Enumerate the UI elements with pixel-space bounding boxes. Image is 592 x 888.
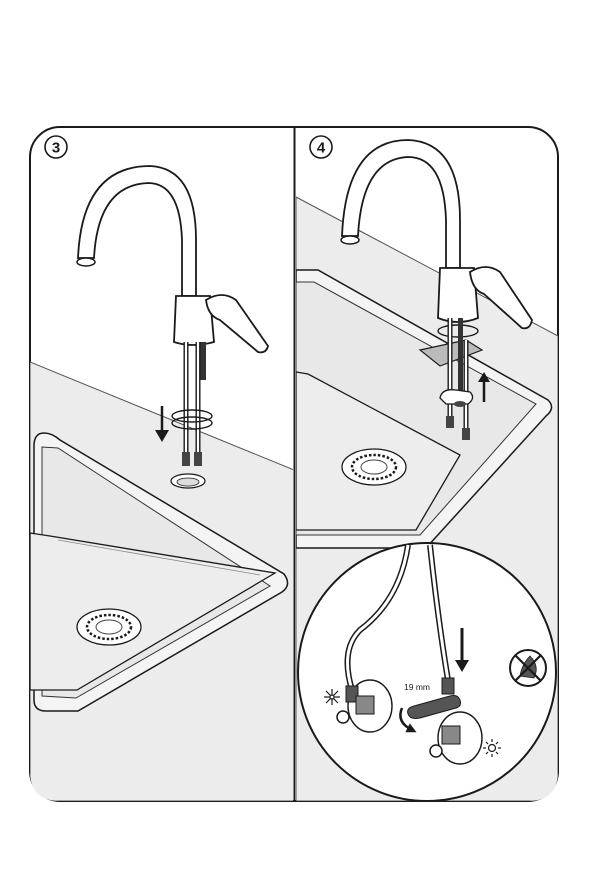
sun-icon: [483, 739, 501, 757]
panel-step-3: [30, 165, 293, 801]
mounting-stud: [458, 318, 463, 402]
o-ring: [171, 409, 213, 423]
wrench-size-label: 19 mm: [404, 682, 430, 692]
spout-aerator: [340, 235, 360, 245]
hose-fitting-right: [462, 428, 470, 440]
step-number-4: 4: [317, 140, 326, 157]
faucet-handle: [469, 266, 533, 330]
no-dishwasher-icon: [509, 649, 547, 687]
faucet-spout: [77, 165, 197, 297]
step-badge-3: 3: [44, 135, 68, 159]
wrench-icon: [407, 695, 461, 719]
hot-water-valve: [429, 677, 483, 765]
mounting-hole: [170, 473, 206, 489]
fixing-bracket: [439, 389, 474, 405]
snowflake-icon: [324, 689, 340, 705]
sink-basin: [30, 532, 277, 691]
mounting-stud: [200, 342, 206, 380]
detail-connection-view: 19 mm: [297, 542, 557, 802]
faucet-spout: [341, 139, 461, 269]
hose-fitting-right: [194, 452, 202, 466]
fixing-nut: [454, 401, 466, 407]
rotation-arrow-icon: [399, 707, 417, 733]
step-number-3: 3: [52, 140, 60, 157]
drain-strainer: [341, 448, 407, 486]
spout-aerator: [76, 257, 96, 267]
step-badge-4: 4: [309, 135, 333, 159]
faucet-handle: [205, 294, 269, 354]
cold-water-valve: [336, 679, 393, 733]
drain-strainer: [76, 608, 142, 646]
basin-edge: [57, 539, 261, 576]
hose-fitting-left: [446, 416, 454, 428]
hose-fitting-left: [182, 452, 190, 466]
